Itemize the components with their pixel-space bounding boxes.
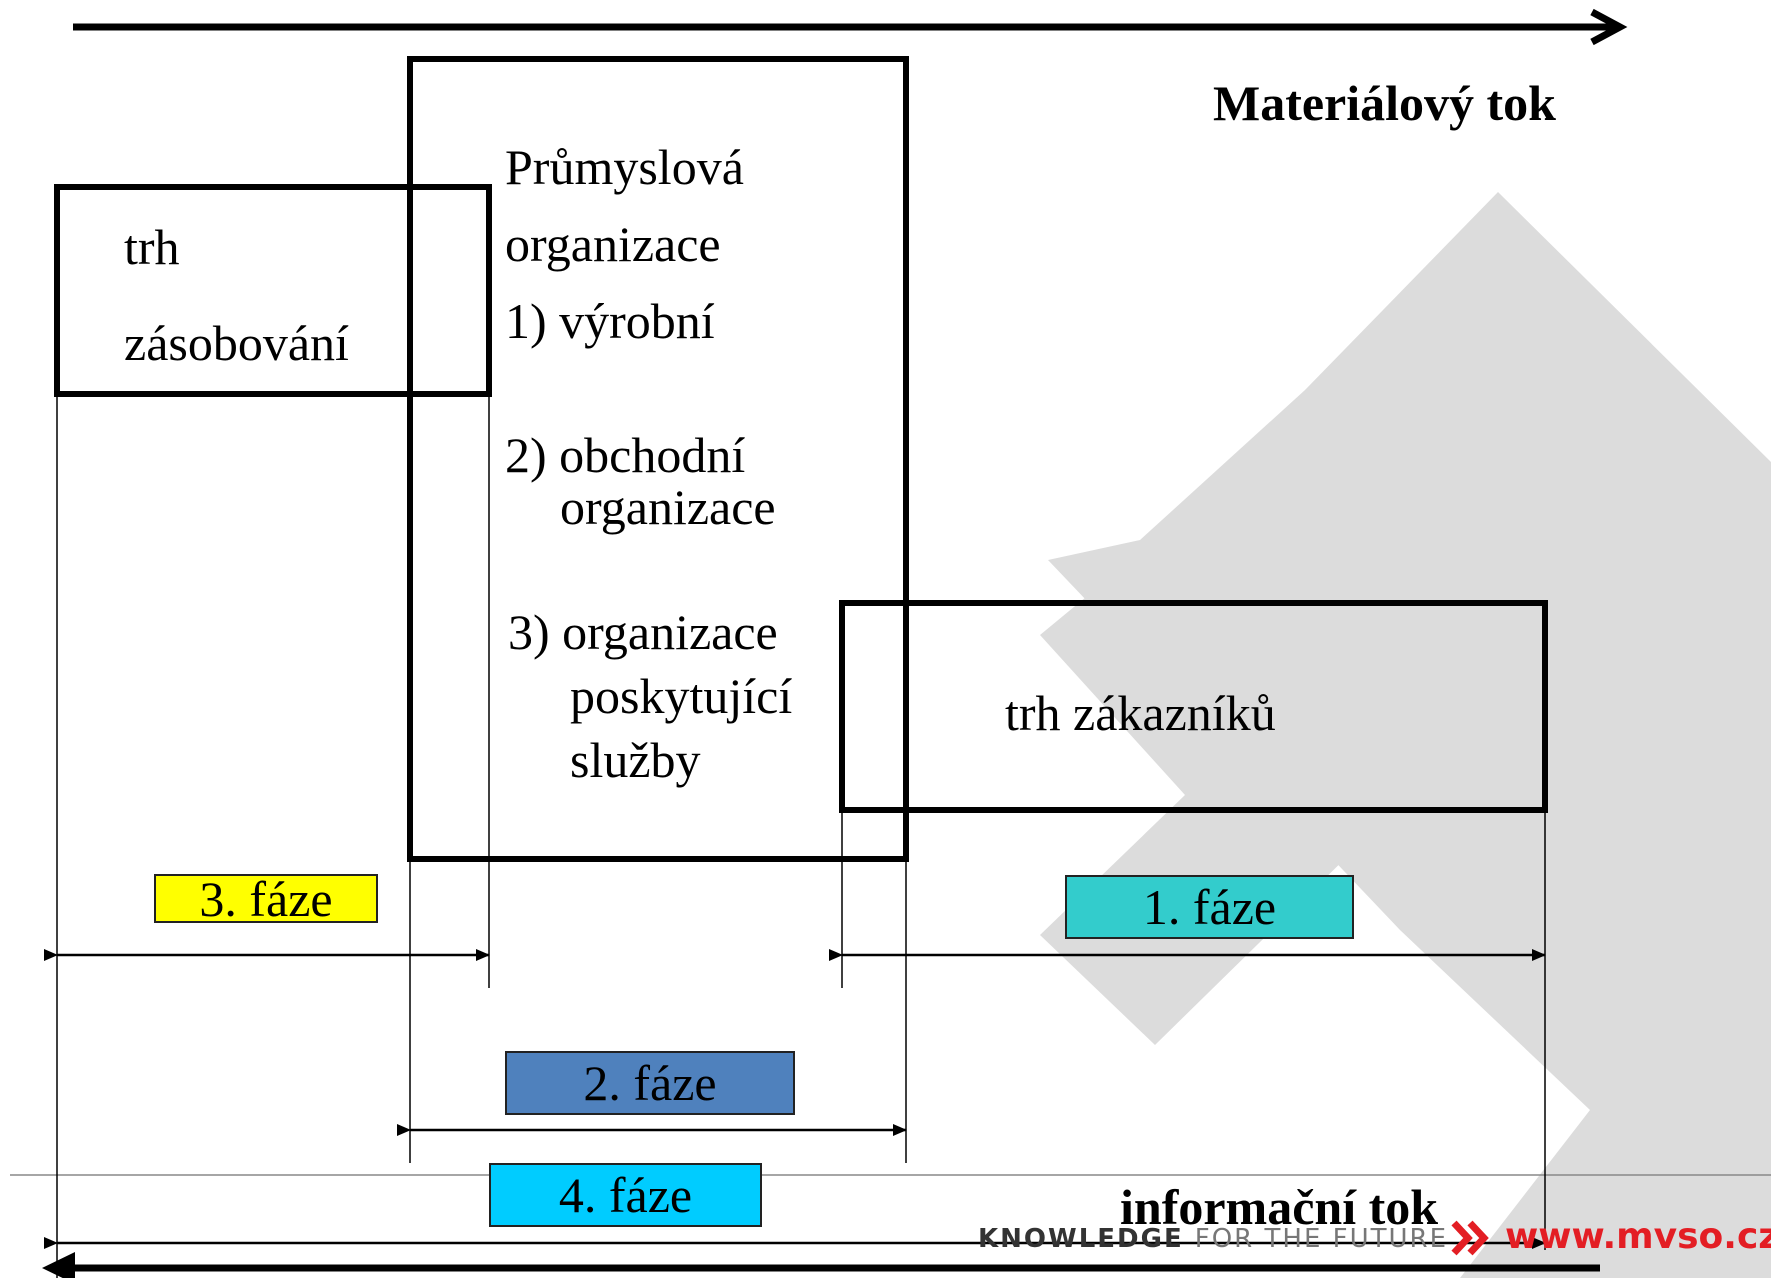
industrial-org-item3-line2: poskytující (570, 668, 793, 724)
industrial-org-title-line2: organizace (505, 216, 721, 272)
phase4-box: 4. fáze (489, 1163, 762, 1227)
footer-slogan-part1: KNOWLEDGE (978, 1224, 1184, 1254)
industrial-org-item2-line1: 2) obchodní (505, 427, 746, 483)
footer-slogan-part2: FOR THE FUTURE (1194, 1224, 1449, 1254)
information-flow-arrow (42, 1252, 1600, 1278)
phase2-label: 2. fáze (583, 1055, 717, 1111)
footer-slogan: KNOWLEDGE FOR THE FUTURE (978, 1224, 1448, 1254)
phase3-box: 3. fáze (154, 870, 378, 927)
supply-market-line1: trh (124, 219, 180, 275)
guide-lines (56, 394, 1546, 1278)
material-flow-arrow (73, 8, 1628, 46)
supply-market-box (54, 184, 492, 397)
phase3-label: 3. fáze (199, 870, 333, 927)
phase2-box: 2. fáze (505, 1051, 795, 1115)
material-flow-label: Materiálový tok (1213, 75, 1556, 131)
customer-market-label: trh zákazníků (1005, 685, 1276, 741)
phase1-label: 1. fáze (1142, 879, 1277, 935)
supply-market-line2: zásobování (124, 315, 349, 371)
information-flow-label: informační tok (1120, 1179, 1439, 1235)
customer-market-box (839, 600, 1548, 813)
double-chevron-right-icon (1451, 1220, 1489, 1256)
industrial-org-item3-line3: služby (570, 732, 701, 788)
industrial-org-item1: 1) výrobní (505, 293, 715, 349)
industrial-org-box (407, 56, 909, 862)
industrial-org-title-line1: Průmyslová (505, 139, 744, 195)
dimension-arrows (44, 949, 1546, 1249)
industrial-org-item3-line1: 3) organizace (508, 604, 778, 660)
industrial-org-item2-line2: organizace (560, 479, 776, 535)
footer-url-link[interactable]: www.mvso.cz (1505, 1216, 1771, 1257)
phase1-box: 1. fáze (1065, 875, 1354, 939)
phase4-label: 4. fáze (558, 1167, 693, 1223)
